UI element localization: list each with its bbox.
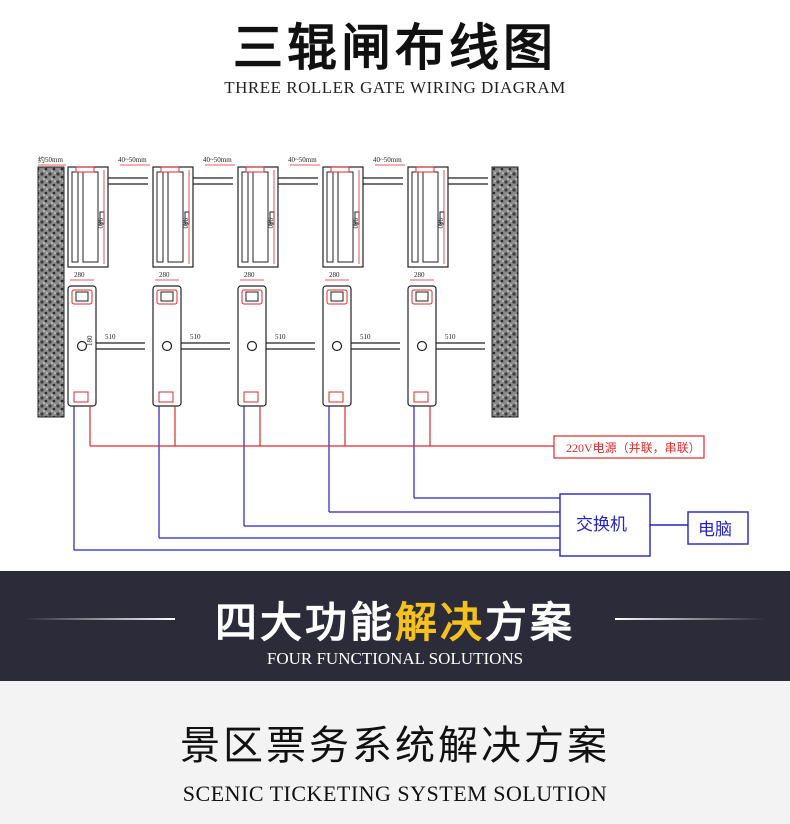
side-180-label: 180 bbox=[86, 335, 94, 346]
dimension-980-label: 980 bbox=[436, 218, 444, 229]
dimension-980-label: 980 bbox=[266, 218, 274, 229]
dimension-980-label: 980 bbox=[96, 218, 104, 229]
gate-head-inner bbox=[75, 291, 89, 302]
gate-foot-plan bbox=[158, 391, 174, 403]
rotor-hub bbox=[246, 340, 258, 352]
power-supply-label: 220V电源（并联，串联） bbox=[566, 441, 701, 455]
arm-length-510-label: 510 bbox=[360, 333, 371, 341]
banner-divider-left bbox=[25, 618, 175, 620]
wall-gap-label: 约50mm bbox=[38, 155, 63, 164]
banner-title-highlight: 解决 bbox=[394, 598, 485, 647]
gate-side-panel bbox=[252, 171, 269, 263]
gate-side-panel bbox=[337, 171, 354, 263]
gate-width-280-label: 280 bbox=[414, 271, 425, 279]
banner-divider-right bbox=[615, 618, 765, 620]
gate-side-panel bbox=[422, 171, 439, 263]
gate-top-cap bbox=[160, 166, 180, 173]
gate-width-280-label: 280 bbox=[329, 271, 340, 279]
banner-title-part2: 方案 bbox=[485, 598, 576, 647]
rotor-hub bbox=[331, 340, 343, 352]
banner-title: 四大功能解决方案 bbox=[0, 589, 790, 650]
gate-top-cap bbox=[330, 166, 350, 173]
rotor-hub bbox=[76, 340, 88, 352]
network-switch-label: 交换机 bbox=[576, 515, 627, 534]
gate-side-post bbox=[326, 171, 334, 263]
network-switch-box bbox=[559, 493, 651, 557]
gate-head-inner bbox=[415, 291, 429, 302]
gate-foot-plan bbox=[328, 391, 344, 403]
arm-length-510-label: 510 bbox=[275, 333, 286, 341]
gate-head-plan bbox=[156, 289, 178, 305]
rotor-hub bbox=[161, 340, 173, 352]
page-title: 三辊闸布线图 bbox=[233, 19, 557, 77]
arm-length-510-label: 510 bbox=[105, 333, 116, 341]
gate-side-post bbox=[156, 171, 164, 263]
gate-top-cap bbox=[245, 166, 265, 173]
gate-side-post bbox=[241, 171, 249, 263]
gate-head-inner bbox=[245, 291, 259, 302]
gate-head-plan bbox=[71, 289, 93, 305]
gate-side-panel bbox=[82, 171, 99, 263]
gate-head-plan bbox=[411, 289, 433, 305]
gate-top-cap bbox=[415, 166, 435, 173]
wiring-diagram: 980 510 280 980 510 280 980 510 280 980 510 280 980 5… bbox=[37, 155, 749, 557]
banner-title-part1: 四大功能 bbox=[214, 598, 395, 647]
banner-subtitle: FOUR FUNCTIONAL SOLUTIONS bbox=[266, 649, 524, 668]
gate-side-panel bbox=[167, 171, 184, 263]
dimension-980-label: 980 bbox=[181, 218, 189, 229]
gate-foot-plan bbox=[243, 391, 259, 403]
gate-head-inner bbox=[160, 291, 174, 302]
gate-foot-plan bbox=[73, 391, 89, 403]
computer-label: 电脑 bbox=[698, 520, 732, 539]
solution-subtitle: SCENIC TICKETING SYSTEM SOLUTION bbox=[182, 781, 608, 806]
solution-title: 景区票务系统解决方案 bbox=[180, 723, 610, 769]
right-wall bbox=[491, 166, 519, 418]
dimension-980-label: 980 bbox=[351, 218, 359, 229]
gap-40-50-label: 40~50mm bbox=[373, 156, 402, 164]
gate-width-280-label: 280 bbox=[244, 271, 255, 279]
page-subtitle: THREE ROLLER GATE WIRING DIAGRAM bbox=[224, 78, 566, 97]
gate-width-280-label: 280 bbox=[74, 271, 85, 279]
gate-head-plan bbox=[326, 289, 348, 305]
computer-box bbox=[687, 511, 749, 545]
functions-banner: 四大功能解决方案 FOUR FUNCTIONAL SOLUTIONS bbox=[0, 571, 790, 681]
arm-length-510-label: 510 bbox=[190, 333, 201, 341]
gate-top-cap bbox=[75, 166, 95, 173]
arm-length-510-label: 510 bbox=[445, 333, 456, 341]
rotor-hub bbox=[416, 340, 428, 352]
gate-head-inner bbox=[330, 291, 344, 302]
gate-side-post bbox=[411, 171, 419, 263]
gap-40-50-label: 40~50mm bbox=[288, 156, 317, 164]
solution-section: 景区票务系统解决方案 SCENIC TICKETING SYSTEM SOLUT… bbox=[0, 681, 790, 824]
power-label-box bbox=[553, 435, 705, 459]
gate-head-plan bbox=[241, 289, 263, 305]
left-wall bbox=[37, 166, 65, 418]
gate-side-post bbox=[71, 171, 79, 263]
gate-width-280-label: 280 bbox=[159, 271, 170, 279]
gap-40-50-label: 40~50mm bbox=[118, 156, 147, 164]
gap-40-50-label: 40~50mm bbox=[203, 156, 232, 164]
gate-foot-plan bbox=[413, 391, 429, 403]
